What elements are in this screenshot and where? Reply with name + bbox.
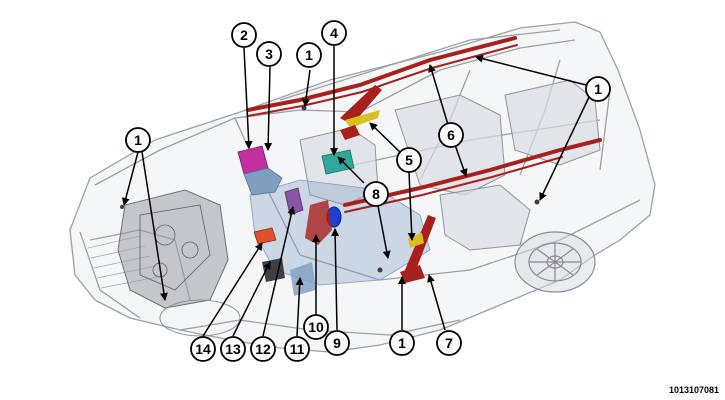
front-wheel xyxy=(159,299,241,337)
callout-1-rear: 1 xyxy=(585,76,611,102)
callout-11: 11 xyxy=(284,336,310,362)
svg-text:11: 11 xyxy=(290,341,305,357)
svg-text:1: 1 xyxy=(594,81,602,97)
svg-text:13: 13 xyxy=(225,341,241,357)
callouts: 1 2 3 4 1 1 6 5 xyxy=(125,20,611,362)
callout-1-front: 1 xyxy=(125,127,151,153)
figure-reference-number: 1013107081 xyxy=(668,385,719,395)
callout-1-roof-center: 1 xyxy=(296,42,322,68)
svg-text:7: 7 xyxy=(445,335,453,351)
svg-text:12: 12 xyxy=(255,341,271,357)
callout-14: 14 xyxy=(190,336,216,362)
svg-text:4: 4 xyxy=(330,25,338,41)
callout-9: 9 xyxy=(324,330,350,356)
svg-text:8: 8 xyxy=(372,186,380,202)
curtain-airbag-upper-2 xyxy=(247,44,518,117)
svg-text:6: 6 xyxy=(447,127,455,143)
svg-text:9: 9 xyxy=(333,335,341,351)
svg-text:1: 1 xyxy=(398,335,406,351)
callout-1-bottom: 1 xyxy=(389,330,415,356)
callout-2: 2 xyxy=(231,22,257,48)
callout-7: 7 xyxy=(436,330,462,356)
seatbelt-front-left xyxy=(340,85,382,140)
svg-text:1: 1 xyxy=(305,47,313,63)
svg-text:14: 14 xyxy=(195,341,211,357)
svg-text:2: 2 xyxy=(240,27,248,43)
callout-3: 3 xyxy=(256,41,282,67)
curtain-airbag-upper xyxy=(246,36,517,112)
callout-8: 8 xyxy=(363,181,389,207)
callout-12: 12 xyxy=(250,336,276,362)
curtain-airbags xyxy=(246,36,602,213)
svg-text:3: 3 xyxy=(265,46,273,62)
svg-text:1: 1 xyxy=(134,132,142,148)
module-orange xyxy=(253,227,277,245)
callout-13: 13 xyxy=(220,336,246,362)
callout-10: 10 xyxy=(303,314,329,340)
impact-sensor-floor xyxy=(377,267,383,273)
impact-sensor-roof xyxy=(301,105,307,111)
engine-block xyxy=(117,189,229,309)
module-blue-bracket xyxy=(243,167,283,196)
impact-sensor-front xyxy=(120,205,124,209)
callout-4: 4 xyxy=(321,20,347,46)
rear-wheel xyxy=(514,231,596,293)
callout-6: 6 xyxy=(438,122,464,148)
clockspring xyxy=(305,200,332,245)
svg-text:10: 10 xyxy=(308,319,324,335)
svg-text:5: 5 xyxy=(405,152,413,168)
impact-sensor-rear xyxy=(534,199,540,205)
leader-lines xyxy=(121,46,591,337)
curtain-airbag-lower xyxy=(343,138,602,207)
callout-5: 5 xyxy=(396,147,422,173)
